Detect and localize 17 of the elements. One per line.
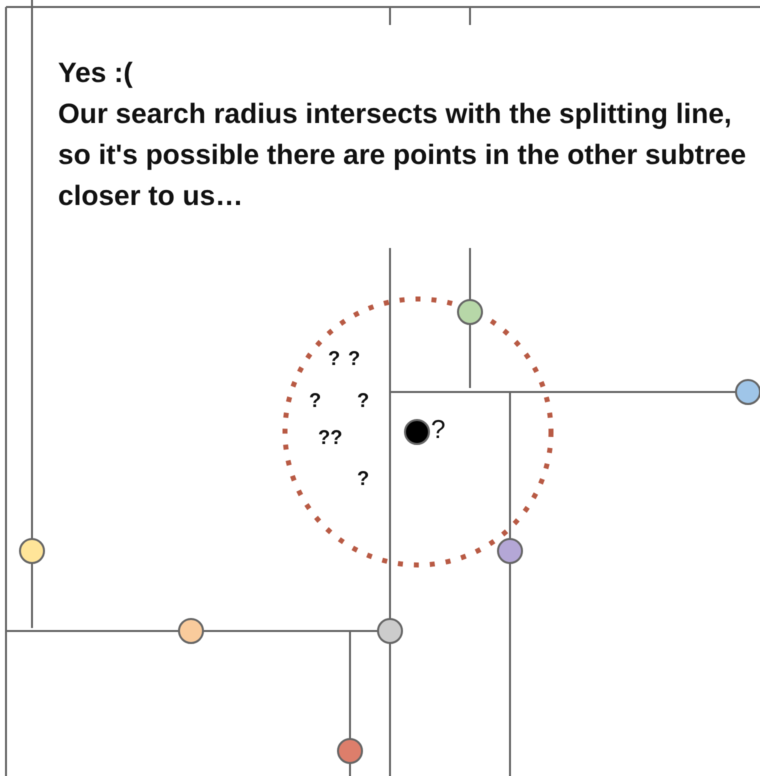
data-point <box>497 538 523 564</box>
question-mark: ?? <box>318 427 342 449</box>
data-point <box>404 419 430 445</box>
question-mark: ? <box>348 348 360 370</box>
data-point <box>377 618 403 644</box>
data-point <box>19 538 45 564</box>
question-mark: ? <box>357 390 370 412</box>
data-point <box>337 738 363 764</box>
question-mark: ? <box>431 416 446 442</box>
answer-heading: Yes :( <box>58 56 134 90</box>
data-point <box>735 379 760 405</box>
explanation-text: Our search radius intersects with the splitting line, so it's possible there are points in the other subtree closer to us… <box>58 97 748 213</box>
question-mark: ? <box>309 390 322 412</box>
data-point <box>457 299 483 325</box>
data-point <box>178 618 204 644</box>
question-mark: ? <box>357 468 370 490</box>
question-mark: ? <box>328 348 340 370</box>
